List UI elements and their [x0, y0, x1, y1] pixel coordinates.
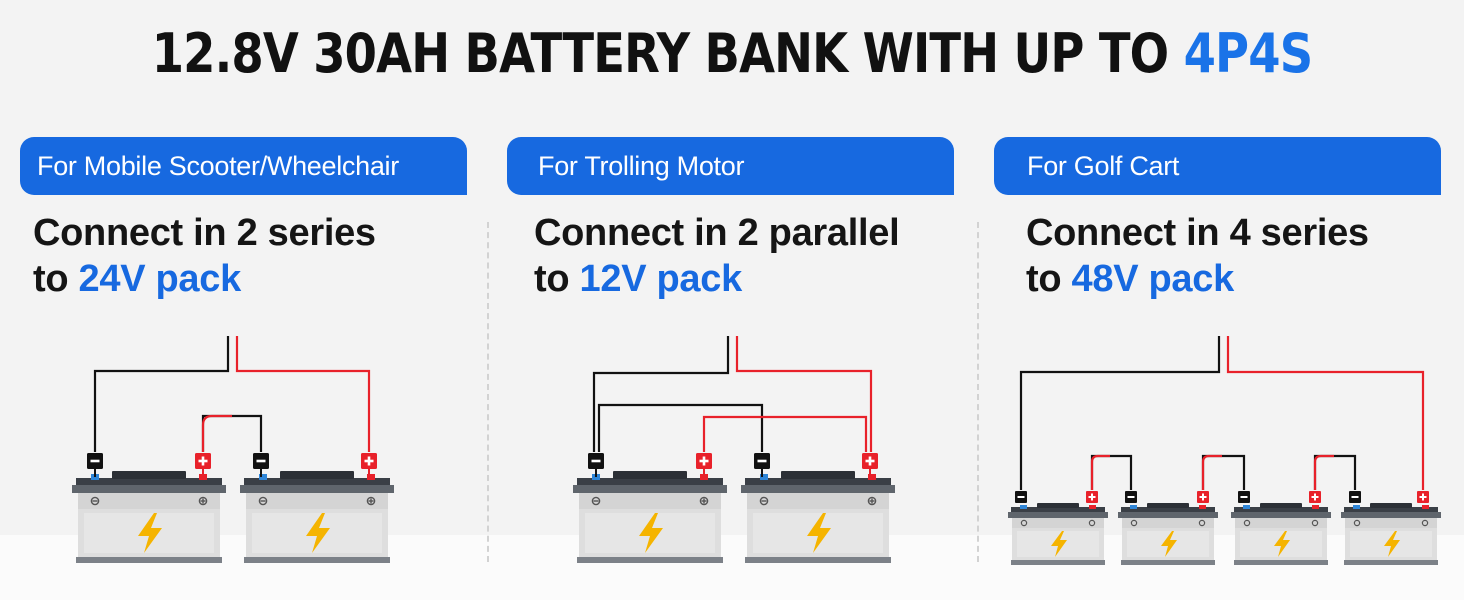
- negative-terminal-icon: [588, 453, 604, 469]
- battery-icon: [1007, 502, 1109, 566]
- panel-3-line1: Connect in 4 series: [1026, 212, 1369, 254]
- panel-2-diagram: [572, 336, 896, 564]
- panel-1-diagram: [71, 336, 395, 564]
- negative-terminal-icon: [1238, 491, 1250, 503]
- battery-icon: [1117, 502, 1219, 566]
- negative-terminal-icon: [253, 453, 269, 469]
- panel-2-banner: For Trolling Motor: [507, 137, 954, 195]
- positive-terminal-icon: [1309, 491, 1321, 503]
- panel-2-heading: Connect in 2 parallel to 12V pack: [534, 210, 900, 302]
- panel-1-banner: For Mobile Scooter/Wheelchair: [20, 137, 467, 195]
- positive-terminal-icon: [361, 453, 377, 469]
- panel-1-heading: Connect in 2 series to 24V pack: [33, 210, 376, 302]
- positive-terminal-icon: [1086, 491, 1098, 503]
- panel-3-voltage: 48V pack: [1071, 258, 1235, 300]
- title-highlight: 4P4S: [1183, 22, 1314, 85]
- panel-3-banner: For Golf Cart: [994, 137, 1441, 195]
- floor-band: [0, 535, 1464, 600]
- positive-terminal-icon: [862, 453, 878, 469]
- title-text: 12.8V 30AH BATTERY BANK WITH UP TO: [151, 22, 1184, 85]
- battery-icon: [239, 470, 395, 564]
- positive-terminal-icon: [696, 453, 712, 469]
- panel-1-voltage: 24V pack: [78, 258, 242, 300]
- panel-2-line2: to 12V pack: [534, 258, 743, 300]
- panel-2-voltage: 12V pack: [579, 258, 743, 300]
- positive-terminal-icon: [1197, 491, 1209, 503]
- panel-1-line1: Connect in 2 series: [33, 212, 376, 254]
- battery-icon: [1340, 502, 1442, 566]
- panel-3-line2: to 48V pack: [1026, 258, 1235, 300]
- negative-terminal-icon: [1349, 491, 1361, 503]
- negative-terminal-icon: [87, 453, 103, 469]
- divider-2: [977, 222, 979, 562]
- positive-terminal-icon: [195, 453, 211, 469]
- panel-2-line1: Connect in 2 parallel: [534, 212, 900, 254]
- battery-icon: [740, 470, 896, 564]
- page-title: 12.8V 30AH BATTERY BANK WITH UP TO 4P4S: [102, 22, 1361, 85]
- battery-icon: [572, 470, 728, 564]
- battery-icon: [71, 470, 227, 564]
- negative-terminal-icon: [1015, 491, 1027, 503]
- panel-3-diagram: [1007, 336, 1442, 566]
- panel-1-line2: to 24V pack: [33, 258, 242, 300]
- panel-3-heading: Connect in 4 series to 48V pack: [1026, 210, 1369, 302]
- positive-terminal-icon: [1417, 491, 1429, 503]
- divider-1: [487, 222, 489, 562]
- battery-icon: [1230, 502, 1332, 566]
- negative-terminal-icon: [1125, 491, 1137, 503]
- negative-terminal-icon: [754, 453, 770, 469]
